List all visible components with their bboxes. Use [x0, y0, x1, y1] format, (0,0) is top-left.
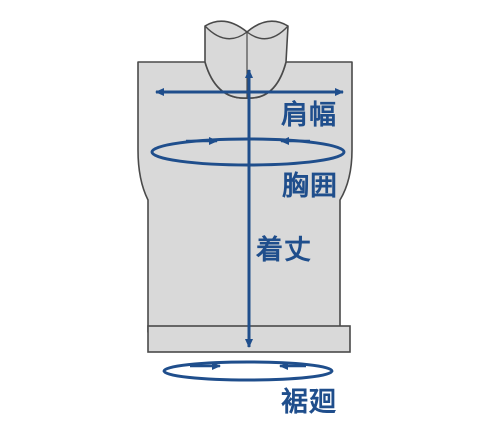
length-label: 着丈	[256, 235, 312, 266]
shoulder-width-label: 肩幅	[281, 100, 337, 131]
chest-label: 胸囲	[282, 171, 338, 202]
hem-label: 裾廻	[281, 387, 337, 418]
chest-ellipse	[150, 137, 346, 167]
hem-ellipse	[162, 360, 334, 382]
